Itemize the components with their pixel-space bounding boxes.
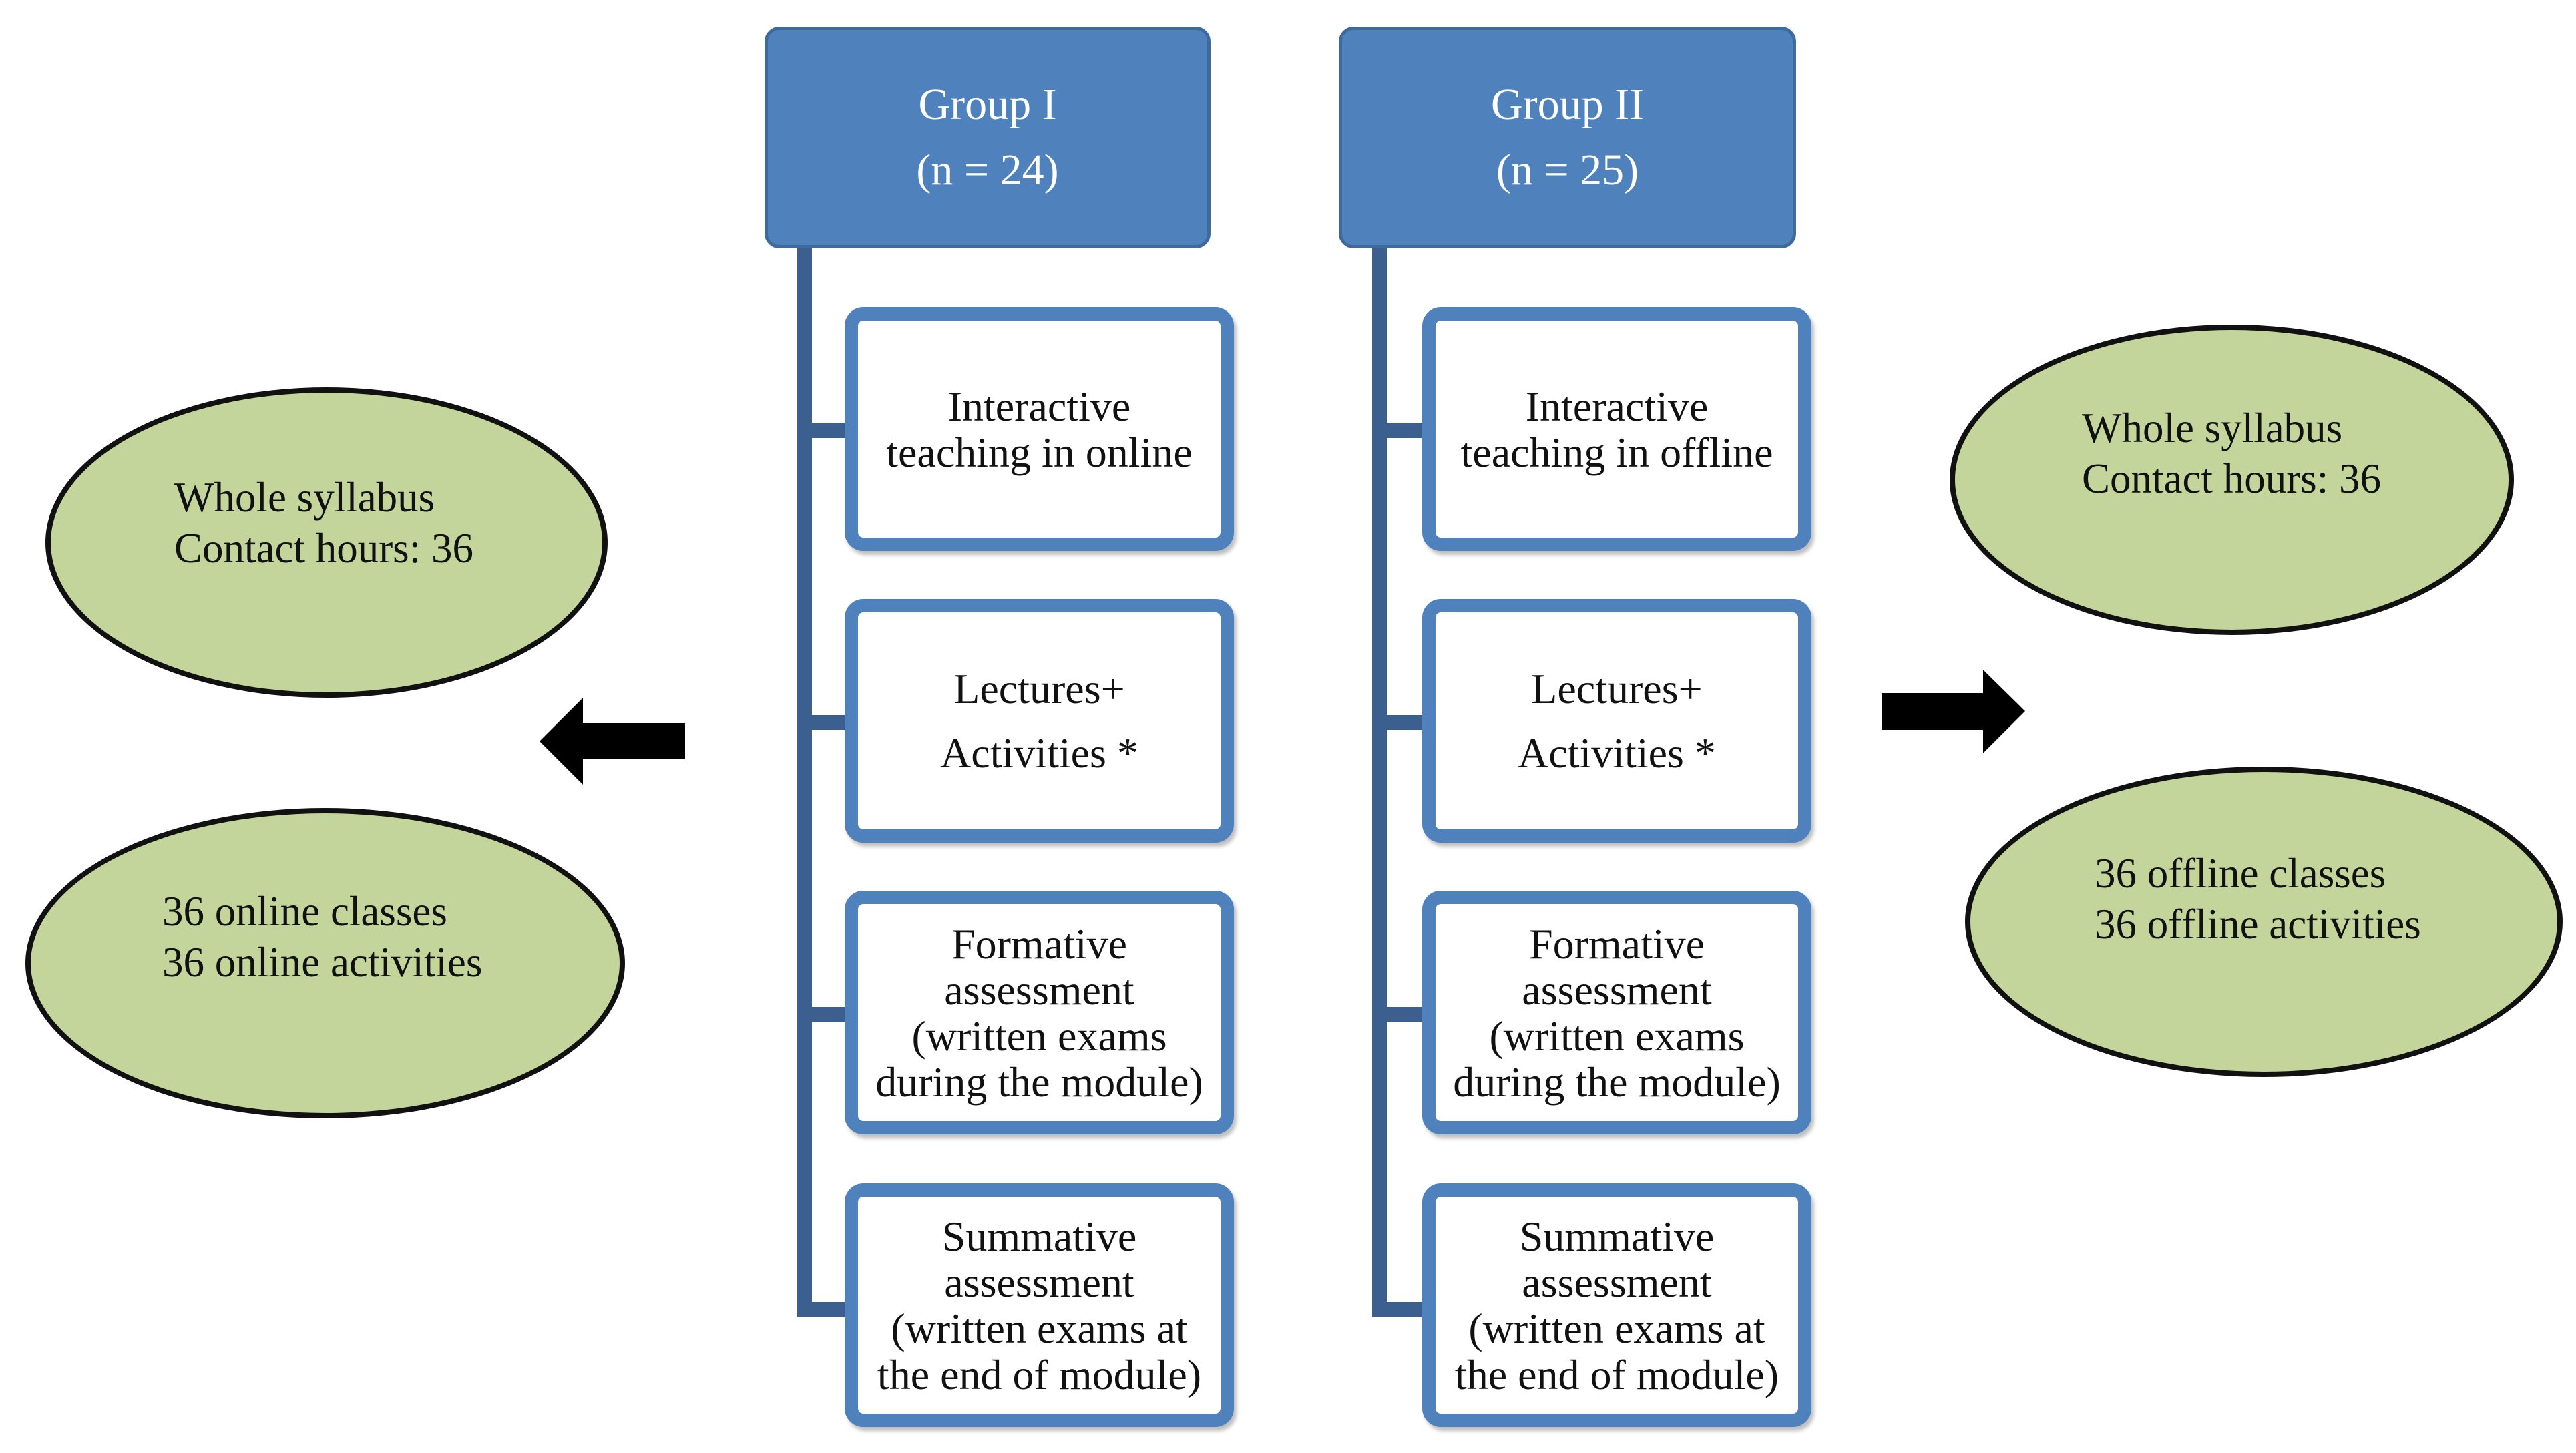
step-line: (written exams at — [891, 1304, 1188, 1352]
oval-line: Contact hours: 36 — [174, 524, 473, 572]
right-syllabus-oval: Whole syllabus Contact hours: 36 — [1950, 325, 2514, 635]
step-line: assessment — [1522, 1258, 1712, 1306]
step-line: assessment — [944, 1258, 1134, 1306]
group-2-header: Group II (n = 25) — [1339, 27, 1796, 248]
step-line: Lectures+ — [953, 664, 1125, 712]
oval-line: 36 offline activities — [2095, 900, 2421, 948]
group-2-step-summative-assessment: Summative assessment (written exams at t… — [1422, 1183, 1811, 1427]
group-1-count: (n = 24) — [916, 146, 1059, 194]
step-line: assessment — [944, 966, 1134, 1014]
group-1-step-online-teaching: Interactive teaching in online — [845, 307, 1234, 551]
group-1-title: Group I — [918, 80, 1057, 129]
step-line: during the module) — [1453, 1058, 1781, 1106]
arrow-left-icon — [540, 698, 685, 785]
group-2-step-offline-teaching: Interactive teaching in offline — [1422, 307, 1811, 551]
oval-line: Whole syllabus — [174, 473, 435, 521]
step-line: Formative — [951, 919, 1128, 968]
step-line: Formative — [1528, 919, 1705, 968]
step-line: Activities * — [1518, 729, 1716, 777]
right-classes-oval: 36 offline classes 36 offline activities — [1965, 767, 2563, 1077]
oval-line: 36 online classes — [162, 887, 447, 935]
group-1-step-summative-assessment: Summative assessment (written exams at t… — [845, 1183, 1234, 1427]
step-line: (written exams — [911, 1012, 1167, 1060]
step-line: (written exams at — [1468, 1304, 1765, 1352]
step-line: Activities * — [940, 729, 1138, 777]
step-line: (written exams — [1489, 1012, 1745, 1060]
left-classes-oval: 36 online classes 36 online activities — [25, 808, 625, 1118]
group-1-step-lectures-activities: Lectures+ Activities * — [845, 599, 1234, 843]
oval-line: Whole syllabus — [2082, 404, 2343, 451]
arrow-right-icon — [1882, 670, 2025, 753]
group-2-title: Group II — [1490, 80, 1645, 129]
step-line: during the module) — [875, 1058, 1203, 1106]
step-line: teaching in offline — [1460, 428, 1773, 476]
step-line: Lectures+ — [1531, 664, 1703, 712]
oval-line: Contact hours: 36 — [2082, 455, 2381, 502]
group-1-step-formative-assessment: Formative assessment (written exams duri… — [845, 891, 1234, 1134]
step-line: Interactive — [1525, 382, 1709, 430]
group-2-step-lectures-activities: Lectures+ Activities * — [1422, 599, 1811, 843]
group-2-count: (n = 25) — [1496, 146, 1639, 194]
group-2-step-formative-assessment: Formative assessment (written exams duri… — [1422, 891, 1811, 1134]
left-syllabus-oval: Whole syllabus Contact hours: 36 — [45, 387, 608, 698]
step-line: Summative — [941, 1212, 1137, 1260]
group-2-connector-trunk — [1372, 248, 1387, 1317]
step-line: the end of module) — [877, 1350, 1202, 1398]
step-line: Summative — [1519, 1212, 1715, 1260]
oval-line: 36 offline classes — [2095, 849, 2386, 897]
step-line: assessment — [1522, 966, 1712, 1014]
group-1-header: Group I (n = 24) — [765, 27, 1211, 248]
group-1-connector-trunk — [797, 248, 812, 1317]
step-line: teaching in online — [886, 428, 1193, 476]
oval-line: 36 online activities — [162, 938, 483, 986]
step-line: Interactive — [947, 382, 1131, 430]
step-line: the end of module) — [1454, 1350, 1779, 1398]
